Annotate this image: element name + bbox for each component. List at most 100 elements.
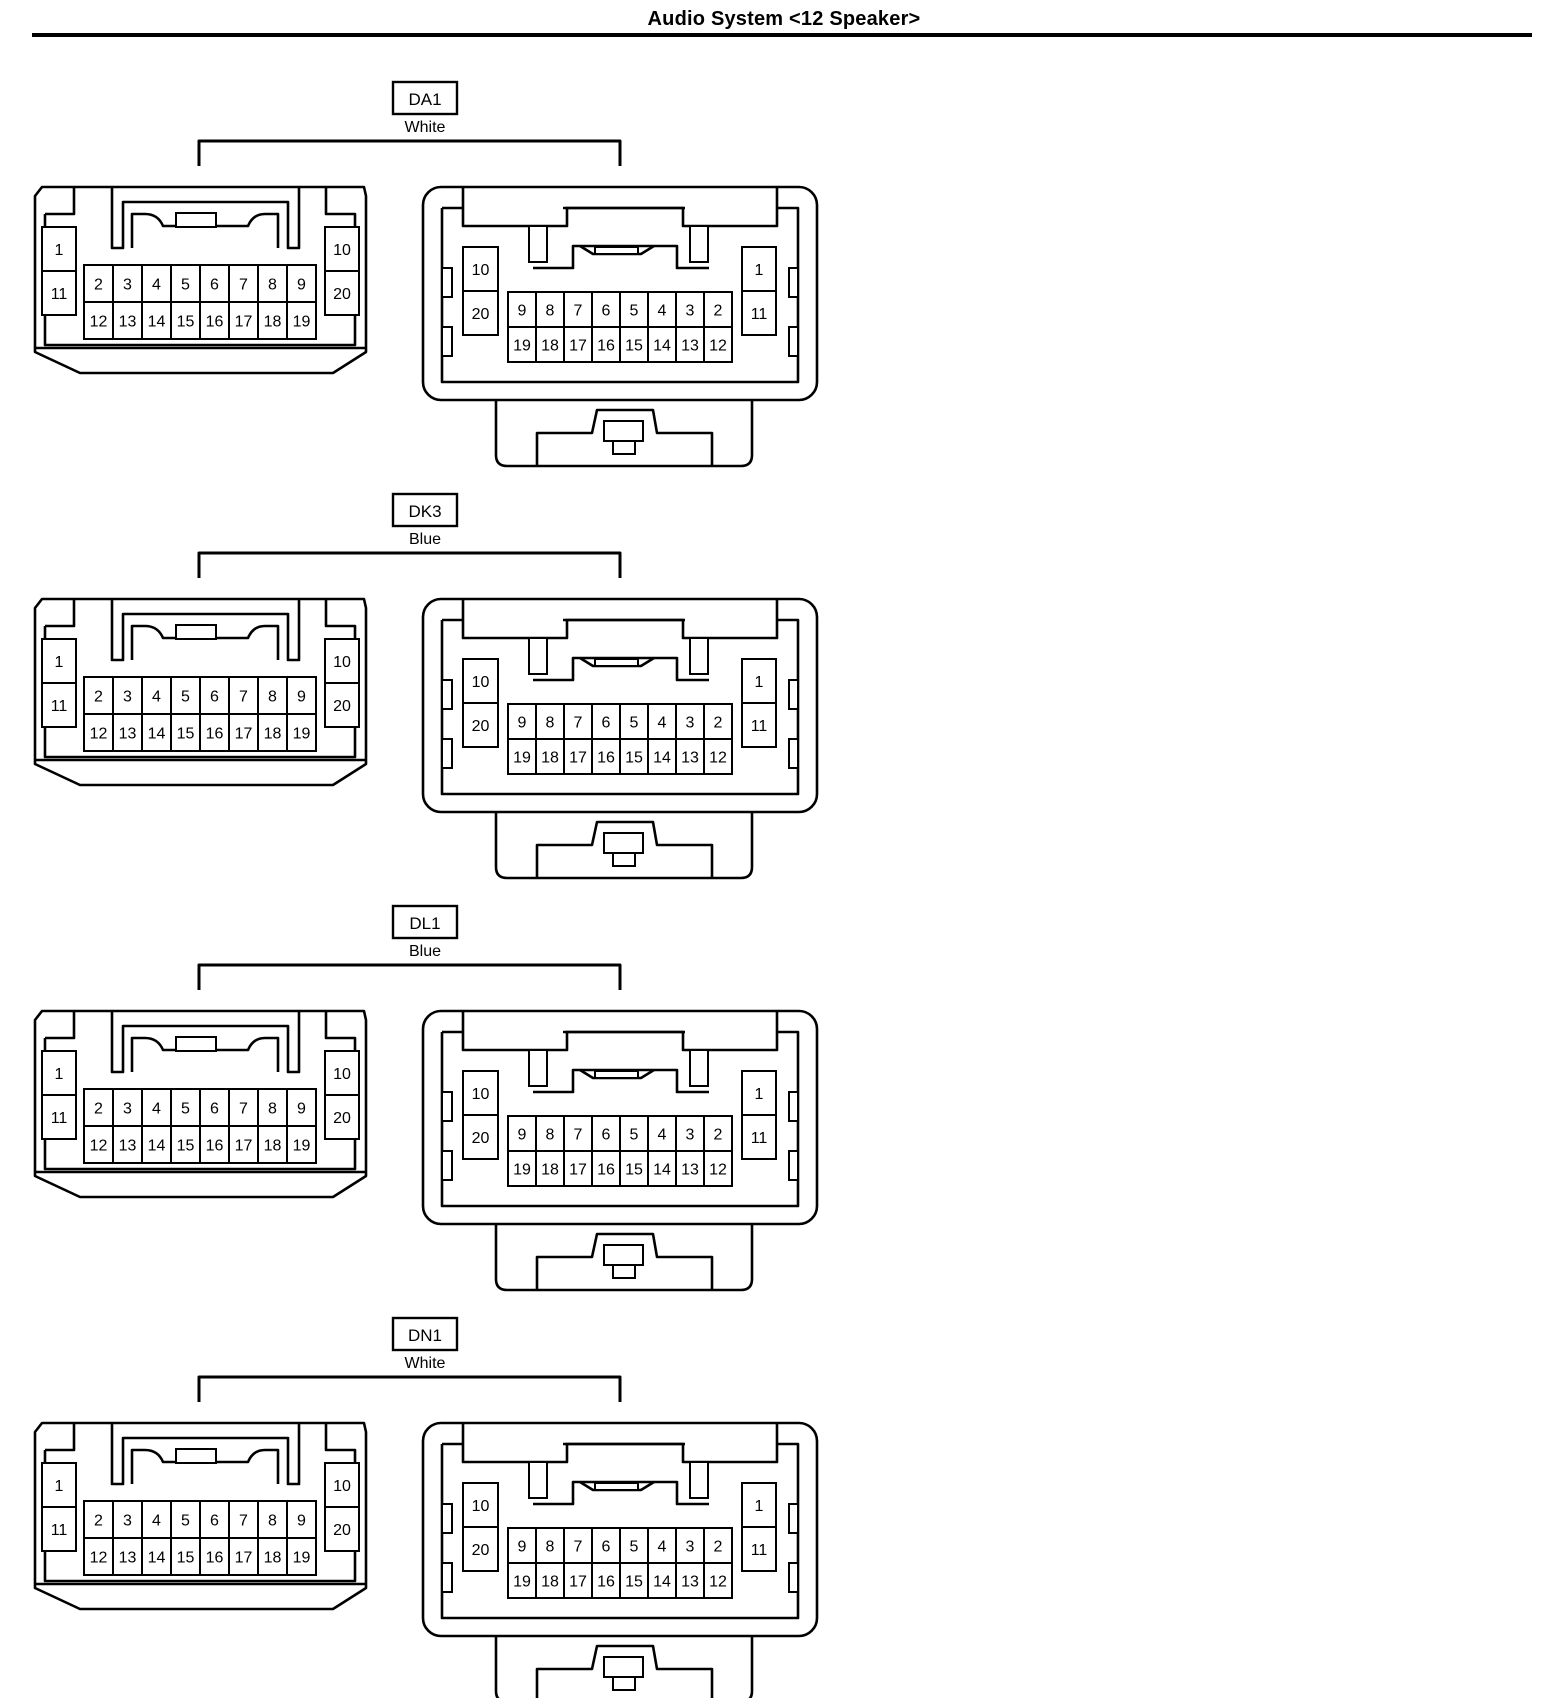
side-key bbox=[441, 1091, 453, 1122]
latch-lever bbox=[535, 820, 714, 878]
pin-cavity bbox=[741, 1526, 777, 1572]
pin-number: 8 bbox=[268, 689, 277, 706]
pin-cavity bbox=[535, 1527, 565, 1564]
pin-cavity bbox=[462, 1114, 499, 1160]
pin-number: 20 bbox=[472, 1542, 490, 1559]
pin-number: 5 bbox=[630, 715, 639, 732]
pin-cavity bbox=[112, 1500, 143, 1539]
pin-number: 15 bbox=[177, 314, 195, 331]
pin-number: 8 bbox=[268, 1101, 277, 1118]
pin-number: 8 bbox=[268, 277, 277, 294]
pin-number: 7 bbox=[239, 277, 248, 294]
connector-code: DA1 bbox=[408, 90, 441, 109]
pin-cavity bbox=[535, 326, 565, 363]
pin-number: 2 bbox=[94, 689, 103, 706]
pin-cavity bbox=[563, 326, 593, 363]
pin-cavity bbox=[535, 738, 565, 775]
pin-number: 13 bbox=[681, 1574, 699, 1591]
pin-number: 20 bbox=[333, 286, 351, 303]
pin-cavity bbox=[591, 1562, 621, 1599]
male-latch bbox=[494, 400, 754, 468]
pin-cavity bbox=[619, 1562, 649, 1599]
pin-number: 9 bbox=[297, 1513, 306, 1530]
side-key bbox=[441, 738, 453, 769]
male-latch bbox=[494, 1636, 754, 1698]
pin-cavity bbox=[41, 1506, 77, 1552]
pin-number: 8 bbox=[546, 303, 555, 320]
guide-post bbox=[528, 637, 548, 675]
side-key bbox=[788, 1562, 799, 1593]
pin-number: 5 bbox=[630, 303, 639, 320]
pin-cavity bbox=[507, 326, 537, 363]
lock-bar bbox=[594, 246, 639, 255]
pin-number: 14 bbox=[653, 338, 671, 355]
lock-bar bbox=[594, 658, 639, 667]
pin-number: 10 bbox=[333, 1478, 351, 1495]
pin-cavity bbox=[257, 713, 288, 752]
pin-number: 8 bbox=[546, 1127, 555, 1144]
pin-number: 17 bbox=[235, 1138, 253, 1155]
latch-lever bbox=[535, 408, 714, 466]
pin-cavity bbox=[507, 1527, 537, 1564]
pin-cavity bbox=[647, 326, 677, 363]
page-title: Audio System <12 Speaker> bbox=[647, 8, 921, 30]
pin-number: 6 bbox=[602, 1127, 611, 1144]
pin-number: 2 bbox=[714, 303, 723, 320]
pin-cavity bbox=[141, 1088, 172, 1127]
pin-number: 17 bbox=[569, 750, 587, 767]
latch-button bbox=[603, 420, 644, 442]
side-key bbox=[441, 679, 453, 710]
pin-number: 19 bbox=[513, 750, 531, 767]
pin-number: 4 bbox=[152, 277, 161, 294]
pin-number: 15 bbox=[177, 1138, 195, 1155]
pin-cavity bbox=[324, 1050, 360, 1096]
pin-cavity bbox=[462, 1526, 499, 1572]
pin-cavity bbox=[286, 1537, 317, 1576]
latch-button bbox=[603, 1244, 644, 1266]
pin-cavity bbox=[324, 682, 360, 728]
pin-number: 6 bbox=[210, 277, 219, 294]
pin-number: 12 bbox=[90, 726, 108, 743]
pin-number: 3 bbox=[123, 277, 132, 294]
guide-post bbox=[689, 225, 709, 263]
pin-number: 10 bbox=[472, 262, 490, 279]
pin-number: 19 bbox=[513, 338, 531, 355]
pin-number: 7 bbox=[239, 1513, 248, 1530]
pin-number: 11 bbox=[751, 1542, 768, 1559]
pin-number: 16 bbox=[597, 1162, 615, 1179]
pin-number: 12 bbox=[90, 314, 108, 331]
pin-number: 10 bbox=[472, 1498, 490, 1515]
pin-cavity bbox=[170, 1537, 201, 1576]
pin-number: 18 bbox=[541, 1574, 559, 1591]
pin-cavity bbox=[170, 301, 201, 340]
guide-post bbox=[689, 1049, 709, 1087]
connector-code-box bbox=[391, 1316, 459, 1352]
pin-number: 11 bbox=[751, 718, 768, 735]
pin-cavity bbox=[41, 270, 77, 316]
pin-cavity bbox=[703, 1562, 733, 1599]
pin-number: 7 bbox=[239, 689, 248, 706]
pin-number: 15 bbox=[625, 1162, 643, 1179]
pin-number: 7 bbox=[574, 715, 583, 732]
mating-bracket bbox=[197, 551, 622, 578]
pin-cavity bbox=[703, 291, 733, 328]
pin-number: 10 bbox=[333, 654, 351, 671]
pin-cavity bbox=[83, 713, 114, 752]
latch-button bbox=[603, 1656, 644, 1678]
pin-cavity bbox=[675, 1562, 705, 1599]
guide-post bbox=[528, 1049, 548, 1087]
pin-number: 12 bbox=[90, 1138, 108, 1155]
pin-number: 18 bbox=[264, 314, 282, 331]
pin-number: 20 bbox=[472, 718, 490, 735]
pin-cavity bbox=[703, 1115, 733, 1152]
pin-cavity bbox=[112, 713, 143, 752]
pin-number: 3 bbox=[686, 1539, 695, 1556]
pin-number: 4 bbox=[152, 689, 161, 706]
pin-cavity bbox=[462, 702, 499, 748]
